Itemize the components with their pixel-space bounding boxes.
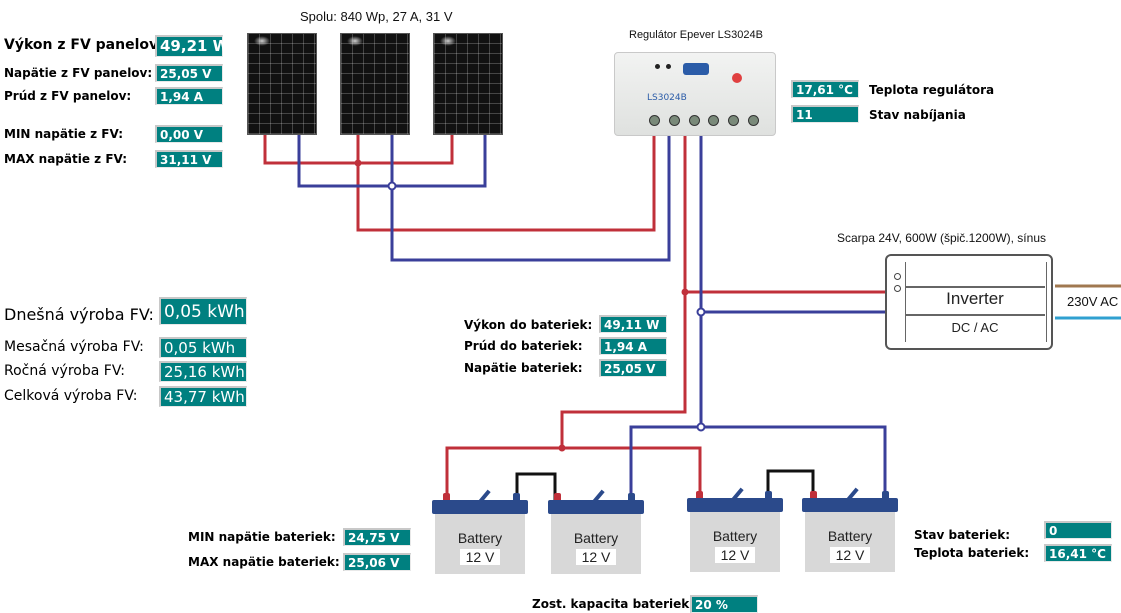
negative-terminal: [765, 491, 772, 500]
terminal-icon: [708, 115, 720, 126]
battery-state-label: Stav bateriek:: [914, 528, 1010, 542]
regulator-caption: Regulátor Epever LS3024B: [629, 29, 763, 41]
battery-2: Battery 12 V: [548, 487, 644, 577]
charge-controller: LS3024B: [614, 52, 776, 136]
battery-current-label: Prúd do bateriek:: [464, 339, 583, 353]
inverter-subtitle: DC / AC: [951, 320, 999, 335]
junctions: [354, 159, 706, 452]
inverter-port: [894, 273, 901, 280]
pv-power-label: Výkon z FV panelov:: [4, 37, 164, 53]
battery-negative-wire: [629, 130, 888, 500]
production-year-label: Ročná výroba FV:: [4, 363, 125, 379]
battery-state-value: 0: [1044, 521, 1112, 539]
solar-panel-3: [433, 33, 503, 135]
terminal-icon: [728, 115, 740, 126]
production-total-label: Celková výroba FV:: [4, 388, 138, 404]
battery-3: Battery 12 V: [687, 485, 783, 575]
battery-lid: [687, 498, 783, 512]
pv-voltage-label: Napätie z FV panelov:: [4, 66, 153, 80]
terminal-icon: [649, 115, 660, 126]
controller-terminals: [649, 115, 759, 127]
inverter-title: Inverter: [946, 289, 1004, 308]
terminal-icon: [668, 115, 680, 126]
negative-terminal: [628, 493, 635, 502]
inverter-port: [894, 285, 901, 292]
inverter-panel: [905, 262, 1047, 342]
pv-max-voltage-label: MAX napätie z FV:: [4, 152, 128, 166]
battery-min-voltage-value: 24,75 V: [343, 528, 411, 546]
solar-panel-1: [247, 33, 317, 135]
terminal-icon: [688, 115, 700, 126]
battery-1: Battery 12 V: [432, 487, 528, 577]
battery-voltage: 12 V: [460, 549, 500, 565]
remaining-capacity-label: Zost. kapacita bateriek:: [532, 597, 695, 611]
production-today-label: Dnešná výroba FV:: [4, 305, 154, 324]
battery-voltage: 12 V: [715, 547, 755, 563]
battery-voltage-value: 25,05 V: [599, 359, 667, 377]
pv-current-value: 1,94 A: [155, 87, 223, 105]
battery-voltage: 12 V: [830, 547, 870, 563]
inverter-box: Inverter DC / AC: [885, 254, 1053, 350]
positive-terminal: [554, 493, 561, 502]
positive-terminal: [696, 491, 703, 500]
production-total-value: 43,77 kWh: [159, 386, 247, 407]
inverter-divider: [905, 314, 1045, 316]
pv-voltage-value: 25,05 V: [155, 64, 223, 82]
charge-state-value: 11: [791, 105, 859, 123]
production-today-value: 0,05 kWh: [159, 297, 247, 325]
positive-terminal: [443, 493, 450, 502]
production-year-value: 25,16 kWh: [159, 361, 247, 382]
negative-terminal: [513, 493, 520, 502]
pv-total-caption: Spolu: 840 Wp, 27 A, 31 V: [300, 9, 453, 24]
battery-positive-wire: [445, 130, 888, 500]
regulator-temperature-value: 17,61 °C: [791, 80, 859, 98]
controller-button-red: [732, 73, 742, 83]
negative-terminal: [882, 491, 889, 500]
production-month-value: 0,05 kWh: [159, 337, 247, 358]
battery-power-label: Výkon do bateriek:: [464, 318, 593, 332]
battery-max-voltage-value: 25,06 V: [343, 553, 411, 571]
pv-negative-wire: [297, 130, 671, 262]
pv-positive-wire: [263, 130, 656, 232]
controller-indicator-led: [655, 64, 660, 69]
pv-power-value: 49,21 W: [155, 35, 229, 57]
pv-min-voltage-label: MIN napätie z FV:: [4, 127, 124, 141]
battery-current-value: 1,94 A: [599, 337, 667, 355]
battery-max-voltage-label: MAX napätie bateriek:: [188, 555, 340, 569]
controller-logo: [683, 63, 709, 75]
battery-name: Battery: [827, 528, 873, 544]
battery-lid: [432, 500, 528, 514]
regulator-temperature-label: Teplota regulátora: [869, 83, 995, 97]
positive-terminal: [810, 491, 817, 500]
battery-name: Battery: [457, 530, 503, 546]
battery-voltage: 12 V: [576, 549, 616, 565]
battery-series-link: [515, 469, 815, 500]
ac-output-label: 230V AC: [1067, 294, 1119, 309]
battery-4: Battery 12 V: [802, 485, 898, 575]
battery-min-voltage-label: MIN napätie bateriek:: [188, 530, 336, 544]
battery-temperature-value: 16,41 °C: [1044, 544, 1112, 562]
inverter-caption: Scarpa 24V, 600W (špič.1200W), sínus: [837, 231, 1046, 245]
solar-panel-2: [340, 33, 410, 135]
battery-voltage-label: Napätie bateriek:: [464, 361, 583, 375]
terminal-icon: [747, 115, 759, 126]
pv-min-voltage-value: 0,00 V: [155, 125, 223, 143]
battery-name: Battery: [712, 528, 758, 544]
pv-current-label: Prúd z FV panelov:: [4, 89, 132, 103]
controller-model: LS3024B: [647, 93, 687, 103]
production-month-label: Mesačná výroba FV:: [4, 339, 144, 355]
battery-lid: [802, 498, 898, 512]
charge-state-label: Stav nabíjania: [869, 108, 966, 122]
inverter-divider: [905, 286, 1045, 288]
battery-power-value: 49,11 W: [599, 315, 667, 333]
battery-name: Battery: [573, 530, 619, 546]
remaining-capacity-value: 20 %: [690, 595, 758, 613]
battery-lid: [548, 500, 644, 514]
controller-indicator-led: [666, 64, 671, 69]
pv-max-voltage-value: 31,11 V: [155, 150, 223, 168]
battery-temperature-label: Teplota bateriek:: [914, 546, 1030, 560]
